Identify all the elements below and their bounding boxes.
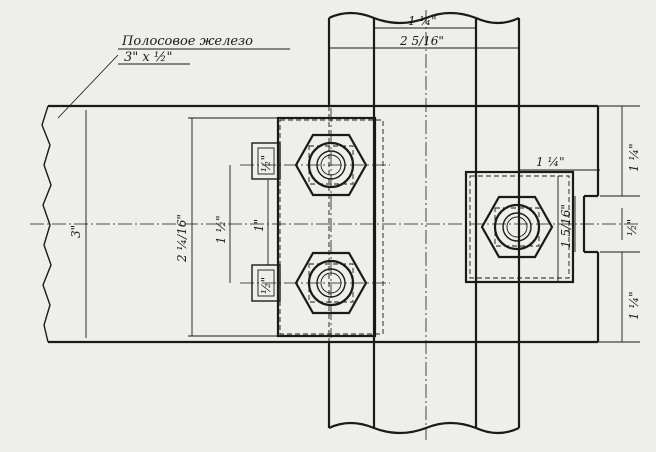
dim-small-bottom: ½" [259, 277, 273, 294]
dim-top-inner-width: 1 ¼" [408, 14, 437, 28]
bolt-upper-left [294, 133, 368, 197]
vertical-bar [327, 11, 521, 435]
dim-bolt-spacing-inner: 1" [252, 219, 266, 232]
dim-right-plate-width: 1 ¼" [536, 155, 565, 169]
material-label-line1: Полосовое железо [121, 34, 253, 49]
dim-right-top: 1 ¼" [627, 143, 641, 172]
right-clamp-plate [464, 170, 575, 284]
dim-right-bottom: 1 ¼" [627, 291, 641, 320]
dim-bolt-spacing-outer: 2 ¼/16" [175, 214, 189, 263]
left-clamp-plate [251, 116, 384, 338]
bolt-right [480, 195, 554, 259]
material-leader [57, 48, 290, 119]
center-lines [30, 10, 640, 440]
dim-small-top: ½" [259, 155, 273, 172]
dim-bar-height: 3" [69, 225, 83, 238]
dim-bolt-spacing-mid: 1 ½" [214, 215, 228, 244]
dimension-lines [85, 27, 640, 343]
dim-top-outer-width: 2 5/16" [399, 34, 444, 48]
dim-right-mid: ½" [625, 219, 639, 236]
material-label-line2: 3" x ½" [124, 50, 172, 65]
bolt-lower-left [294, 251, 368, 315]
dim-right-plate-offset: 1 5/16" [559, 204, 573, 248]
